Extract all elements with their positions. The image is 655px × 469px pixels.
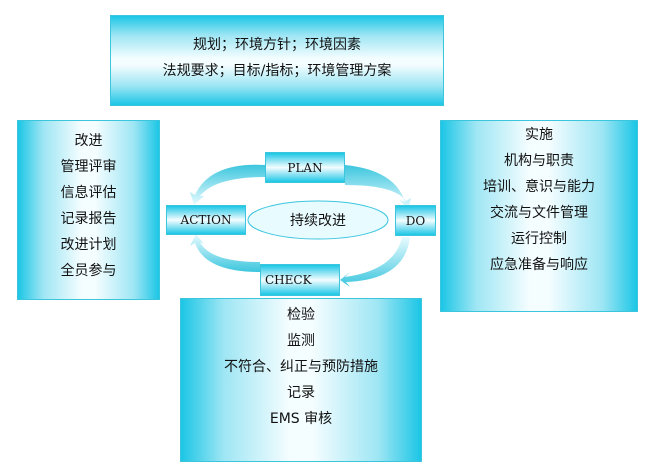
plan-line: 法规要求；目标/指标；环境管理方案 <box>162 63 392 79</box>
do-line: 应急准备与响应 <box>490 257 588 273</box>
do-box: 实施 机构与职责 培训、意识与能力 交流与文件管理 运行控制 应急准备与响应 <box>440 120 638 312</box>
plan-step: PLAN <box>265 152 345 183</box>
do-line: 运行控制 <box>511 231 567 247</box>
action-box: 改进 管理评审 信息评估 记录报告 改进计划 全员参与 <box>17 120 160 300</box>
action-title: 改进 <box>74 133 103 149</box>
check-line: 记录 <box>287 385 315 401</box>
action-line: 改进计划 <box>60 237 117 253</box>
arrow-action-to-plan <box>190 164 265 205</box>
check-line: 不符合、纠正与预防措施 <box>224 359 378 375</box>
action-line: 全员参与 <box>60 263 117 279</box>
center-label: 持续改进 <box>290 213 346 229</box>
arrow-check-to-action <box>190 234 260 272</box>
center-ellipse <box>247 200 389 240</box>
action-line: 信息评估 <box>60 185 117 201</box>
arrow-plan-to-do <box>345 165 411 210</box>
plan-line: 规划；环境方针；环境因素 <box>193 37 361 53</box>
check-box: 检验 监测 不符合、纠正与预防措施 记录 EMS 审核 <box>180 298 422 462</box>
do-title: 实施 <box>525 127 553 143</box>
action-line: 管理评审 <box>60 159 117 175</box>
do-step: DO <box>395 205 436 236</box>
do-line: 机构与职责 <box>504 153 574 169</box>
do-line: 培训、意识与能力 <box>483 179 595 195</box>
plan-box: 规划；环境方针；环境因素 法规要求；目标/指标；环境管理方案 <box>110 15 444 106</box>
check-title: 检验 <box>287 307 315 323</box>
check-line: 监测 <box>287 333 315 349</box>
do-line: 交流与文件管理 <box>490 205 588 221</box>
action-step: ACTION <box>166 205 246 235</box>
action-line: 记录报告 <box>60 211 117 227</box>
check-step: CHECK <box>260 264 340 296</box>
check-line: EMS 审核 <box>269 411 333 427</box>
arrow-do-to-check <box>340 237 410 287</box>
